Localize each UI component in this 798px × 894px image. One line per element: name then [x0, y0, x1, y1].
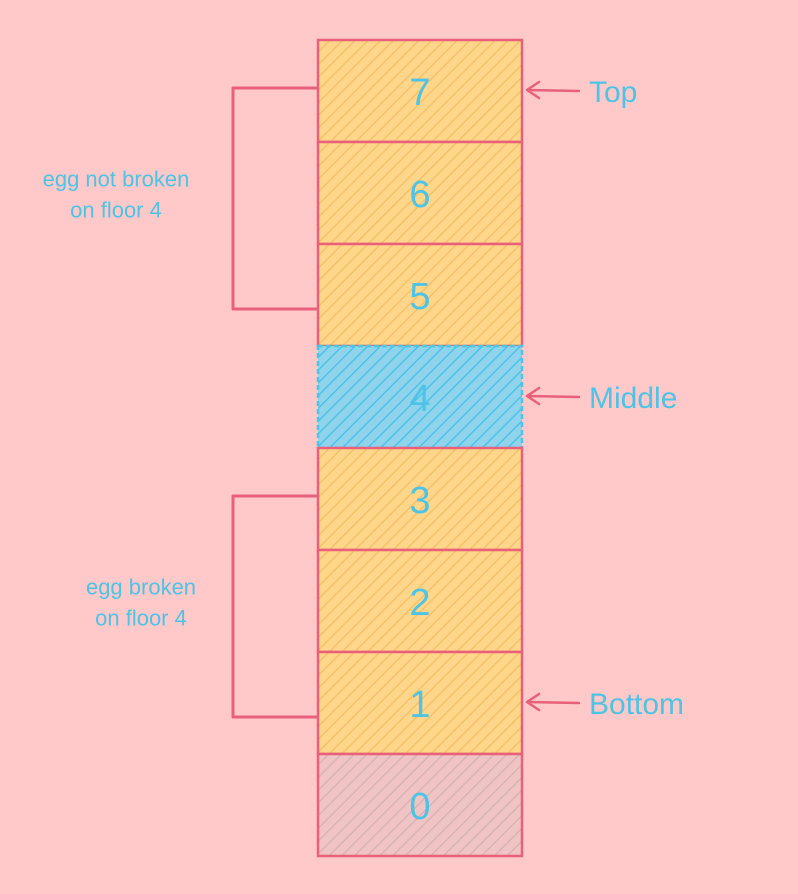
floor-stack: 7 6 5 4 3 2 1 0 [316, 38, 524, 858]
floor-number: 3 [409, 480, 430, 522]
floor-box [316, 650, 524, 756]
floor-5: 5 [316, 242, 524, 348]
bracket-line [231, 494, 318, 719]
floor-box [316, 548, 524, 654]
floor-box [316, 140, 524, 246]
bracket-line [231, 86, 318, 311]
floor-number: 7 [409, 72, 430, 114]
bracket-caption: on floor 4 [70, 198, 162, 223]
floor-number: 6 [409, 174, 430, 216]
pointer-label: Top [589, 76, 637, 109]
arrow-icon [525, 386, 581, 406]
bracket-1: egg broken on floor 4 [86, 494, 318, 719]
arrow-icon [525, 692, 581, 712]
floor-box [316, 242, 524, 348]
floor-2: 2 [316, 548, 524, 654]
floor-box [316, 752, 524, 858]
pointer-top: Top [525, 76, 637, 109]
pointer-middle: Middle [525, 382, 677, 415]
bracket-group: egg not broken on floor 4 egg broken on flo… [43, 86, 318, 719]
bracket-caption: egg broken [86, 575, 196, 600]
bracket-caption: egg not broken [43, 167, 190, 192]
pointer-label: Middle [589, 382, 677, 415]
floor-number: 5 [409, 276, 430, 318]
pointer-label: Bottom [589, 688, 684, 721]
floor-number: 2 [409, 582, 430, 624]
floor-6: 6 [316, 140, 524, 246]
arrow-icon [525, 80, 581, 100]
floor-1: 1 [316, 650, 524, 756]
bracket-caption: on floor 4 [95, 606, 187, 631]
floor-0: 0 [316, 752, 524, 858]
pointer-bottom: Bottom [525, 688, 684, 721]
floor-number: 1 [409, 684, 430, 726]
floor-4: 4 [316, 344, 524, 450]
bracket-0: egg not broken on floor 4 [43, 86, 318, 311]
floor-7: 7 [316, 38, 524, 144]
floor-box [316, 446, 524, 552]
floor-number: 0 [409, 786, 430, 828]
floor-3: 3 [316, 446, 524, 552]
floor-number: 4 [409, 378, 430, 420]
floor-box [316, 38, 524, 144]
